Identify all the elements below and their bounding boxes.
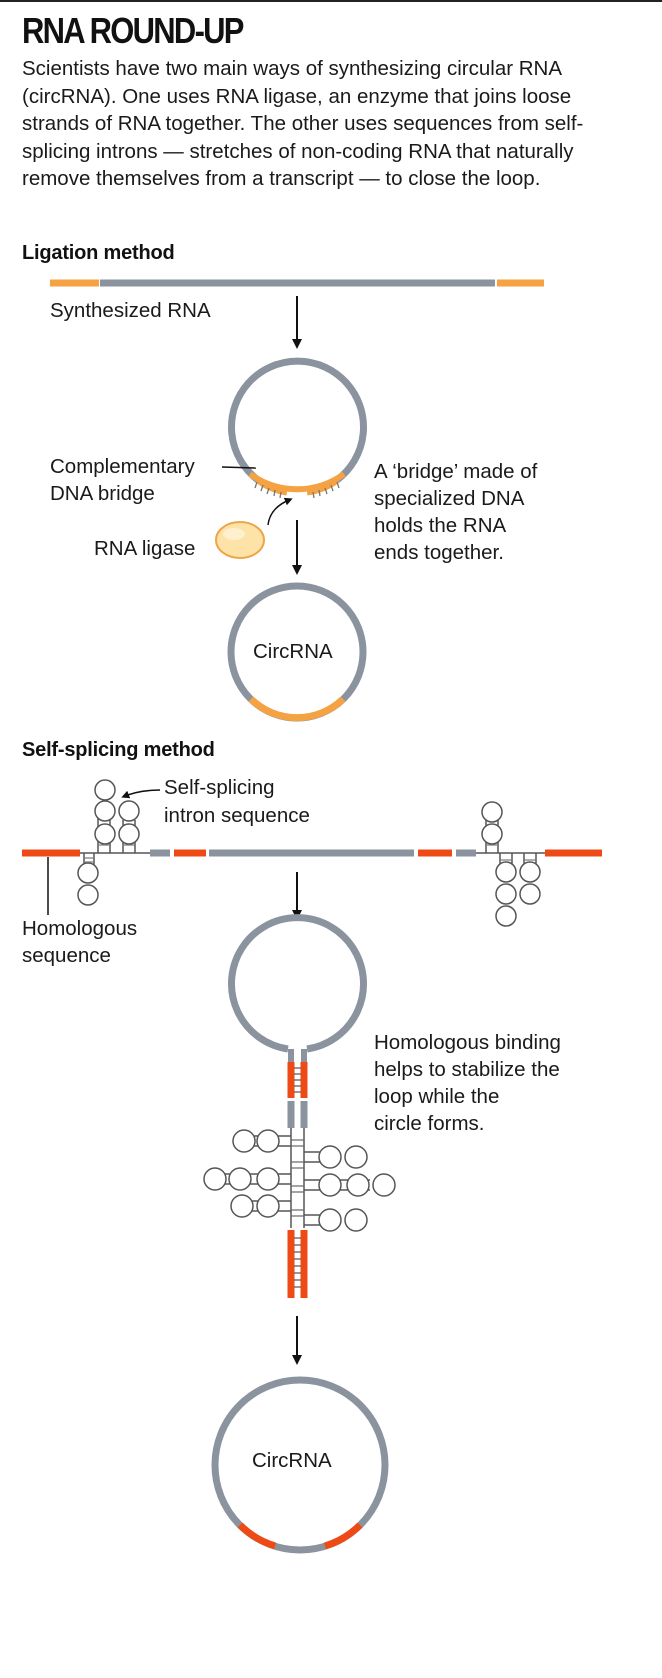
ligase-pointer-arrow [267, 497, 293, 526]
paired-intron-structures [203, 1128, 396, 1232]
right-intron-structure [481, 801, 541, 927]
page-title: RNA ROUND-UP [22, 10, 244, 51]
circrna-label-ligation: CircRNA [253, 640, 333, 663]
rna-ligase-label: RNA ligase [94, 537, 196, 560]
self-splicing-heading: Self-splicing method [22, 739, 215, 761]
bridge-label-line2: DNA bridge [50, 482, 155, 505]
bridge-leader-line [221, 466, 257, 469]
bridge-note-line1: A ‘bridge’ made of [374, 460, 538, 483]
dna-bridge [248, 471, 346, 499]
top-rule [0, 0, 662, 2]
intron-label-line1: Self-splicing [164, 776, 275, 799]
homologous-note-line3: loop while the [374, 1085, 500, 1108]
bridge-label-line1: Complementary [50, 455, 195, 478]
bridge-note-line3: holds the RNA [374, 514, 507, 537]
homologous-label-line1: Homologous [22, 917, 138, 940]
loop-with-stem [228, 914, 367, 1128]
intron-pointer-arrow [121, 789, 161, 799]
synthesized-rna-label: Synthesized RNA [50, 299, 211, 322]
bottom-homologous-stem [287, 1230, 308, 1298]
intro-paragraph: Scientists have two main ways of synthes… [22, 57, 584, 190]
ligation-heading: Ligation method [22, 242, 175, 264]
homologous-note-line4: circle forms. [374, 1112, 485, 1135]
bridge-note-line4: ends together. [374, 541, 504, 564]
bridge-note-line2: specialized DNA [374, 487, 525, 510]
circrna-self-spliced [211, 1376, 389, 1554]
homologous-note-line1: Homologous binding [374, 1031, 561, 1054]
homologous-label-line2: sequence [22, 944, 111, 967]
intron-label-line2: intron sequence [164, 804, 310, 827]
circrna-label-self-splicing: CircRNA [252, 1449, 332, 1472]
homologous-note-line2: helps to stabilize the [374, 1058, 560, 1081]
rna-ligase-enzyme [215, 521, 265, 559]
left-intron-structure [77, 779, 140, 906]
circrna-ligated [227, 582, 367, 722]
